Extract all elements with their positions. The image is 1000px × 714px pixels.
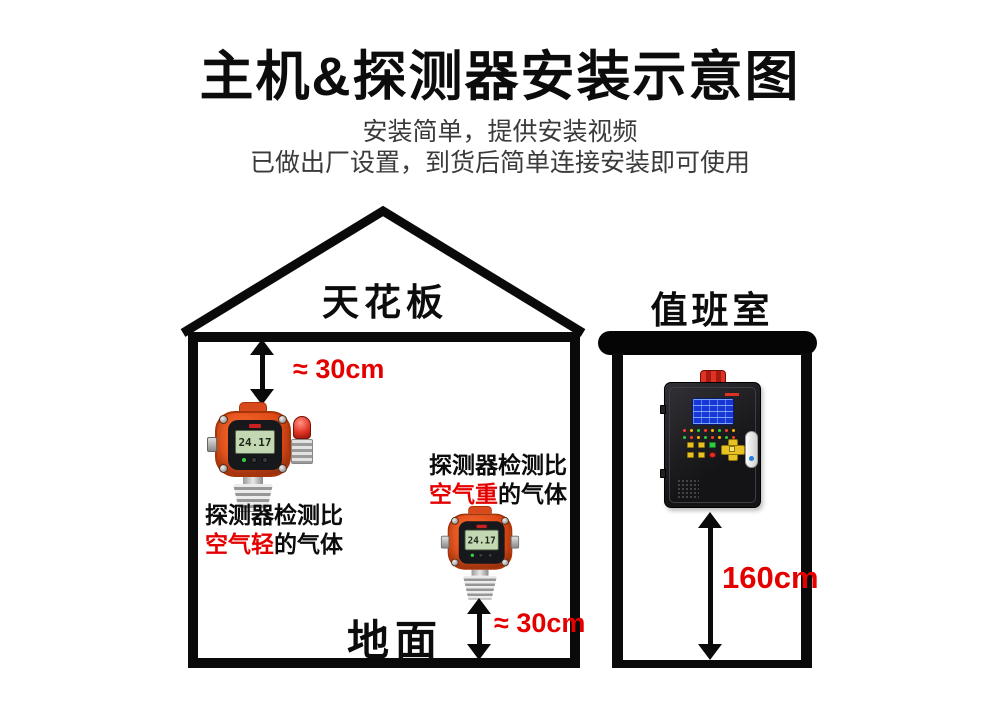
gas-detector-light: 24.17 [207,402,313,512]
screw-icon [278,415,287,424]
duty-room-ceiling-bar [598,331,817,355]
cable-gland [440,535,450,549]
ceiling-label: 天花板 [322,282,448,323]
detector-button [478,552,484,558]
ground-label: 地面 [346,617,443,664]
host-dpad [721,439,745,461]
heavy-gas-note-line1: 探测器检测比 [429,452,567,478]
beacon-dome [293,416,311,439]
brand-tag [476,524,487,529]
sensor-neck [471,569,489,576]
sensor-probe [463,575,497,600]
screw-icon [219,464,228,473]
host-screen [692,398,734,425]
subtitle-line-2: 已做出厂设置，到货后简单连接安装即可使用 [249,149,750,177]
host-status-text [725,393,739,396]
host-enclosure [660,382,761,508]
screw-icon [451,517,459,525]
subtitle-line-1: 安装简单，提供安装视频 [362,118,638,146]
screw-icon [451,558,459,567]
detector-lcd-value: 24.17 [235,430,275,454]
floor-clearance-label: ≈ 30cm [494,608,586,638]
screw-icon [219,415,228,424]
mount-height-arrow-icon [698,512,722,660]
mounting-bracket [468,506,492,514]
detector-lcd-value: 24.17 [464,529,499,551]
hinge-icon [660,405,666,414]
host-led-panel [683,429,739,443]
brand-tag [249,424,261,428]
detector-display: 24.17 [228,420,282,470]
duty-room-label: 值班室 [650,290,774,331]
host-keypad [687,442,721,462]
host-speaker-grille-icon [677,479,699,499]
light-gas-note-suffix: 的气体 [274,531,343,557]
page-title: 主机&探测器安装示意图 [199,47,801,107]
screw-icon [278,464,287,473]
heavy-gas-note-highlight: 空气重 [429,481,498,507]
detector-button [251,457,257,463]
detector-body: 24.17 [207,411,313,477]
light-gas-note: 探测器检测比 空气轻的气体 [205,501,343,559]
sensor-neck [243,477,263,484]
mounting-bracket [239,402,267,411]
detector-body: 24.17 [440,513,520,570]
ceiling-clearance-arrow-icon [250,339,274,405]
handle-lock-icon [749,456,754,461]
detector-button [262,457,268,463]
host-handle [745,431,758,468]
heavy-gas-note-suffix: 的气体 [498,481,567,507]
cable-gland [207,437,217,452]
screw-icon [501,517,509,525]
beacon-base [291,439,313,464]
mount-height-label: 160cm [722,560,819,595]
floor-clearance-arrow-icon [467,598,491,660]
ceiling-clearance-label: ≈ 30cm [293,354,385,384]
screw-icon [501,558,509,567]
house-roof [180,205,586,337]
detector-button [487,552,493,558]
cable-gland [510,535,520,549]
alarm-beacon-icon [289,416,315,464]
detector-display: 24.17 [458,521,505,564]
controller-host [660,370,761,508]
sensor-probe [233,484,273,512]
light-gas-note-highlight: 空气轻 [205,531,274,557]
heavy-gas-note: 探测器检测比 空气重的气体 [429,451,567,509]
status-led-icon [242,458,246,462]
gas-detector-heavy: 24.17 [440,506,520,600]
light-gas-note-line1: 探测器检测比 [205,502,343,528]
duty-room-walls [612,353,812,668]
status-led-icon [470,553,475,557]
hinge-icon [660,469,666,478]
